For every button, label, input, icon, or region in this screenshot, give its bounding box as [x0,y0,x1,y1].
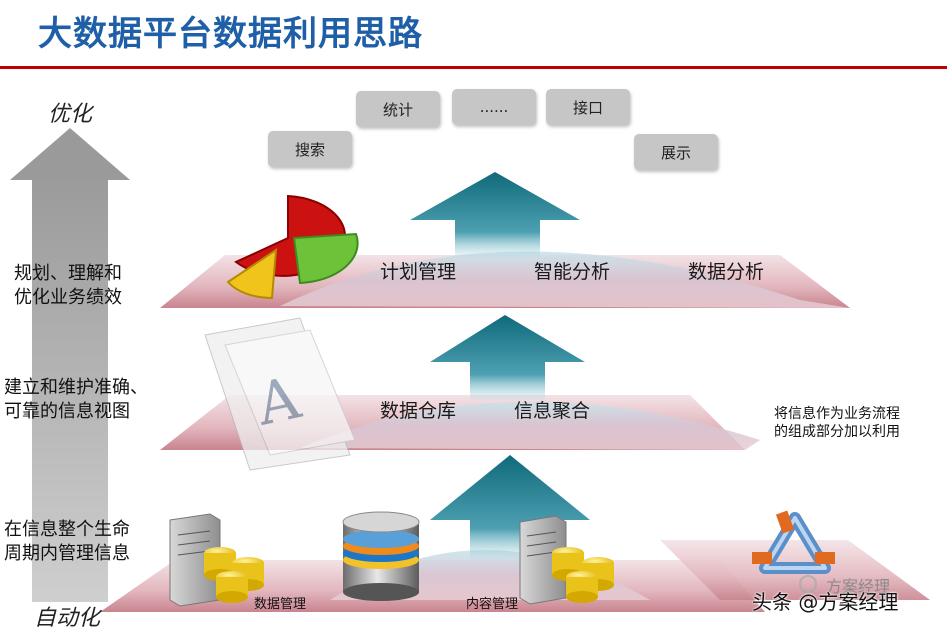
data-warehouse-label: 数据仓库 [380,400,457,422]
title-divider [0,66,947,69]
plan-management-label: 计划管理 [380,261,457,283]
display-box: 展示 [634,134,718,170]
watermark-logo-text: 方案经理 [826,577,891,596]
server-icon-right [519,515,567,605]
side-label-lifecycle-line2: 周期内管理信息 [4,543,130,564]
side-label-information-view-line1: 建立和维护准确、 [4,377,148,398]
document-a-icon: A [204,317,356,471]
database-cylinder-icon [342,511,420,601]
pie-chart-icon [226,194,359,300]
axis-label-bottom: 自动化 [34,606,101,631]
data-disks-left [204,547,264,603]
information-aggregation-label: 信息聚合 [514,400,591,422]
side-label-lifecycle-line1: 在信息整个生命 [4,519,130,540]
more-box: ...... [452,89,536,125]
business-process-note-line1: 将信息作为业务流程 [774,406,900,422]
axis-label-top: 优化 [48,102,93,127]
watermark-logo-icon [799,575,817,593]
process-triangle-icon [752,510,835,574]
side-label-planning-line2: 优化业务绩效 [14,287,122,308]
watermark-credit: 头条 @方案经理 [752,590,899,614]
business-process-note: 将信息作为业务流程 的组成部分加以利用 [774,405,900,441]
data-disks-right [552,547,614,603]
data-analysis-label: 数据分析 [688,261,765,283]
side-label-lifecycle: 在信息整个生命 周期内管理信息 [4,518,130,566]
side-label-planning: 规划、理解和 优化业务绩效 [14,262,122,310]
page-title: 大数据平台数据利用思路 [38,14,423,54]
content-management-label: 内容管理 [466,597,519,612]
search-box: 搜索 [268,131,352,167]
smart-analysis-label: 智能分析 [534,261,611,283]
side-label-information-view: 建立和维护准确、 可靠的信息视图 [4,376,148,424]
interface-box: 接口 [546,89,630,125]
side-label-planning-line1: 规划、理解和 [14,263,122,284]
business-process-note-line2: 的组成部分加以利用 [774,424,900,440]
optimization-axis-arrow [10,128,130,602]
statistics-box: 统计 [356,91,440,127]
side-label-information-view-line2: 可靠的信息视图 [4,401,130,422]
data-management-label: 数据管理 [254,597,307,612]
